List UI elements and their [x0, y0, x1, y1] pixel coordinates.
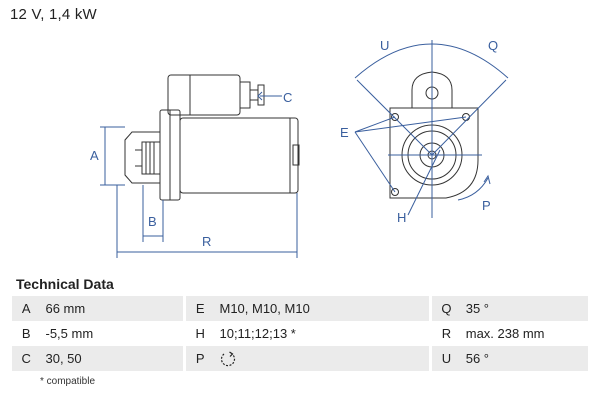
dim-label-r: R: [202, 234, 211, 249]
clockwise-rotation-icon: [221, 351, 236, 366]
product-headline: 12 V, 1,4 kW: [10, 6, 97, 23]
spec-value: 66 mm: [45, 301, 86, 316]
dim-label-b: B: [148, 214, 157, 229]
table-row: B -5,5 mm H 10;11;12;13 * R max. 238 mm: [12, 321, 588, 346]
table-row: A 66 mm E M10, M10, M10 Q 35 °: [12, 296, 588, 321]
dim-label-h: H: [397, 210, 406, 225]
spec-label: P: [195, 351, 205, 366]
spec-label: B: [21, 326, 31, 341]
dim-label-c: C: [283, 90, 292, 105]
spec-value: M10, M10, M10: [219, 301, 310, 316]
spec-value: -5,5 mm: [45, 326, 94, 341]
spec-label: E: [195, 301, 205, 316]
starter-motor-drawing: A B R C U Q E H P: [90, 38, 509, 258]
dim-label-e: E: [340, 125, 349, 140]
spec-label: R: [441, 326, 452, 341]
spec-value: 35 °: [465, 301, 490, 316]
technical-data-table: A 66 mm E M10, M10, M10 Q 35 ° B -5,5 mm…: [12, 296, 588, 371]
table-row: C 30, 50 P U 56 °: [12, 346, 588, 371]
spec-value: max. 238 mm: [465, 326, 545, 341]
spec-value-rotation: [214, 346, 429, 371]
dim-label-u: U: [380, 38, 389, 53]
dim-label-p: P: [482, 198, 491, 213]
spec-label: Q: [441, 301, 452, 316]
spec-label: H: [195, 326, 205, 341]
spec-label: A: [21, 301, 31, 316]
footnote: * compatible: [40, 376, 96, 387]
spec-label: U: [441, 351, 452, 366]
spec-value: 30, 50: [45, 351, 82, 366]
dim-label-a: A: [90, 148, 99, 163]
technical-data-heading: Technical Data: [16, 276, 114, 292]
spec-value: 10;11;12;13 *: [219, 326, 296, 341]
spec-value: 56 °: [465, 351, 490, 366]
dim-label-q: Q: [488, 38, 498, 53]
spec-label: C: [21, 351, 31, 366]
